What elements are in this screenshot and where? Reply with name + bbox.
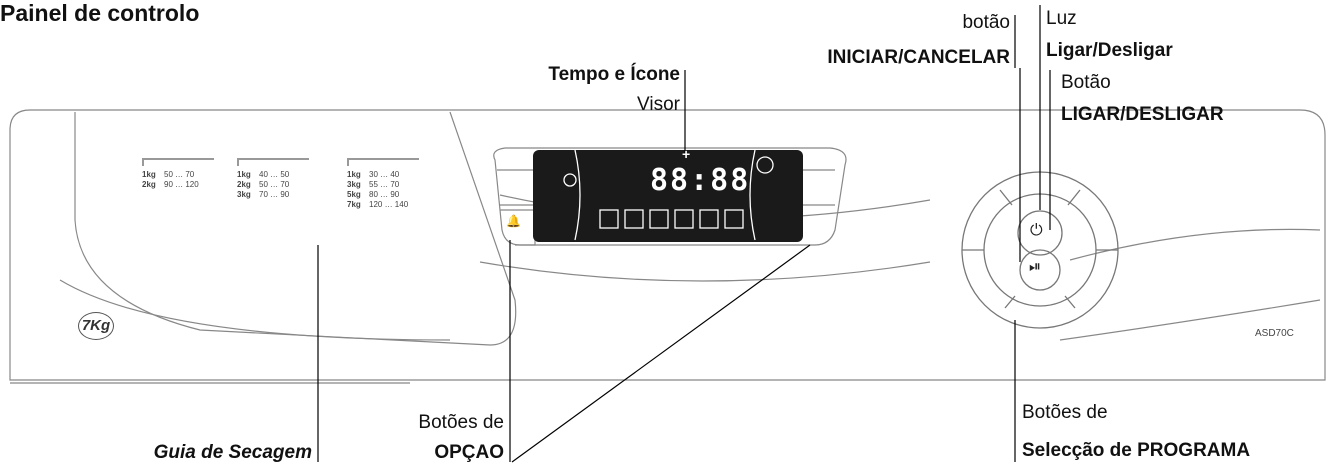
- start-label-2: INICIAR/CANCELAR: [827, 47, 1010, 68]
- panel-curve-3: [479, 261, 931, 282]
- option-callout-b: [511, 244, 811, 463]
- guide-range: 80 … 90: [369, 190, 400, 199]
- guide-kg: 1kg: [142, 170, 156, 179]
- lcd-plus-sign: +: [682, 146, 691, 162]
- programs-label-2: Selecção de PROGRAMA: [1022, 440, 1251, 461]
- right-button-seps: [800, 169, 835, 206]
- guide-column-2: 1kg 40 … 50 2kg 50 … 70 3kg 70 … 90: [237, 158, 309, 200]
- power-label-2: LIGAR/DESLIGAR: [1061, 104, 1224, 125]
- programs-label-1: Botões de: [1022, 402, 1108, 423]
- guide-bracket: [347, 158, 419, 166]
- lcd-icons: [563, 149, 774, 241]
- guide-range: 50 … 70: [259, 180, 290, 189]
- guide-range: 55 … 70: [369, 180, 400, 189]
- lcd-time-digits: 88:88: [650, 163, 751, 198]
- guide-kg: 3kg: [237, 190, 251, 199]
- guide-kg: 1kg: [237, 170, 251, 179]
- light-label-2: Ligar/Desligar: [1046, 40, 1173, 61]
- power-button-outline: [1017, 210, 1063, 256]
- power-icon[interactable]: ⏻: [1030, 222, 1043, 239]
- panel-curve-1: [59, 279, 451, 341]
- guide-range: 50 … 70: [164, 170, 195, 179]
- guide-kg: 7kg: [347, 200, 361, 209]
- guide-column-1: 1kg 50 … 70 2kg 90 … 120: [142, 158, 214, 190]
- start-cancel-icon[interactable]: ⏯: [1029, 258, 1042, 275]
- guide-range: 30 … 40: [369, 170, 400, 179]
- display-bezel: [493, 147, 847, 246]
- guide-range: 40 … 50: [259, 170, 290, 179]
- display-label-2: Visor: [637, 94, 680, 115]
- panel-outline: [9, 109, 1326, 381]
- drying-guide-label: Guia de Secagem: [153, 442, 312, 463]
- guide-kg: 5kg: [347, 190, 361, 199]
- guide-range: 70 … 90: [259, 190, 290, 199]
- guide-frame: [74, 111, 517, 346]
- option-sep-1: [497, 169, 536, 206]
- power-label-1: Botão: [1061, 72, 1111, 93]
- options-label-2: OPÇAO: [434, 442, 504, 463]
- panel-curve-5: [1059, 299, 1321, 341]
- guide-bracket: [142, 158, 214, 166]
- guide-range: 120 … 140: [369, 200, 409, 209]
- options-label-1: Botões de: [418, 412, 504, 433]
- display-label-1: Tempo e Ícone: [548, 64, 680, 85]
- panel-curve-4: [1069, 228, 1321, 261]
- model-number: ASD70C: [1255, 328, 1294, 339]
- capacity-logo: 7Kg: [78, 312, 114, 340]
- guide-bracket: [237, 158, 309, 166]
- guide-column-3: 1kg 30 … 40 3kg 55 … 70 5kg 80 … 90 7kg 120 …: [347, 158, 419, 210]
- guide-kg: 2kg: [142, 180, 156, 189]
- start-label-1: botão: [962, 12, 1010, 33]
- guide-kg: 3kg: [347, 180, 361, 189]
- page-title: Painel de controlo: [0, 0, 200, 26]
- light-label-1: Luz: [1046, 8, 1077, 29]
- start-button-outline: [1019, 249, 1061, 291]
- guide-kg: 2kg: [237, 180, 251, 189]
- guide-kg: 1kg: [347, 170, 361, 179]
- guide-range: 90 … 120: [164, 180, 199, 189]
- bell-icon[interactable]: 🔔: [506, 214, 521, 228]
